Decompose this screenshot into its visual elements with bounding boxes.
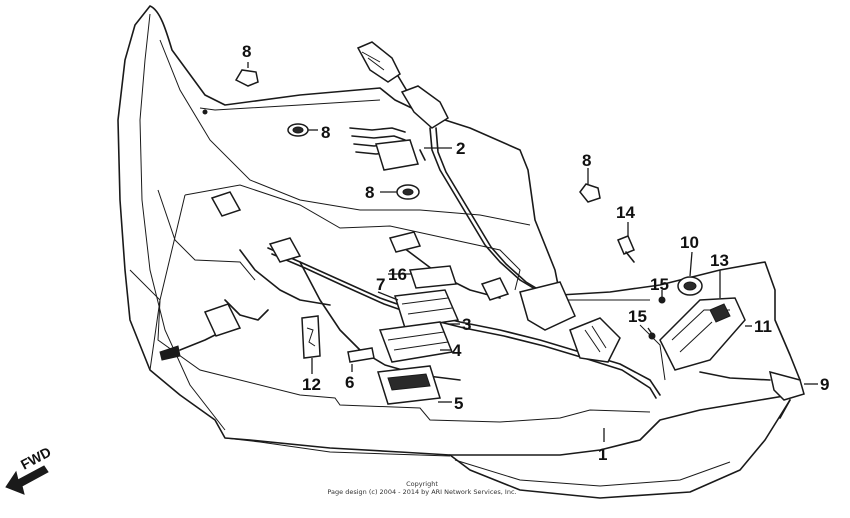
callout-12: 12 — [302, 375, 321, 394]
callout-6: 6 — [345, 373, 354, 392]
callout-15-upper: 15 — [650, 275, 669, 294]
leader-lines — [247, 62, 818, 442]
harness-connectors — [159, 191, 621, 363]
copyright-line-2: Page design (c) 2004 - 2014 by ARI Netwo… — [327, 488, 516, 496]
callout-13: 13 — [710, 251, 729, 270]
callout-2: 2 — [456, 139, 465, 158]
callout-15-lower: 15 — [628, 307, 647, 326]
fairing-body — [117, 5, 801, 499]
copyright-line-1: Copyright — [406, 480, 438, 488]
callout-8-top-left: 8 — [242, 42, 251, 61]
fwd-arrow: FWD — [5, 444, 54, 495]
callout-8-center-grommet: 8 — [365, 183, 374, 202]
fwd-label: FWD — [18, 444, 54, 473]
callout-8-right-grommet: 8 — [582, 151, 591, 170]
grommets — [234, 69, 601, 203]
copyright-notice: Copyright Page design (c) 2004 - 2014 by… — [327, 480, 516, 496]
callout-7: 7 — [376, 275, 385, 294]
callout-1: 1 — [598, 445, 607, 464]
meter-assembly — [617, 235, 805, 419]
callout-5: 5 — [454, 394, 463, 413]
callout-10: 10 — [680, 233, 699, 252]
electrical-components — [301, 265, 460, 405]
callout-14: 14 — [616, 203, 635, 222]
wiring-harness — [179, 41, 661, 399]
callout-8-upper-grommet: 8 — [321, 123, 330, 142]
inner-panel — [157, 184, 666, 423]
part-callouts: 8 8 8 8 2 14 10 13 16 7 3 4 15 15 11 12 … — [242, 42, 829, 464]
callout-4: 4 — [452, 341, 462, 360]
callout-11: 11 — [754, 317, 772, 336]
callout-9: 9 — [820, 375, 829, 394]
callout-16: 16 — [388, 265, 407, 284]
callout-3: 3 — [462, 315, 471, 334]
